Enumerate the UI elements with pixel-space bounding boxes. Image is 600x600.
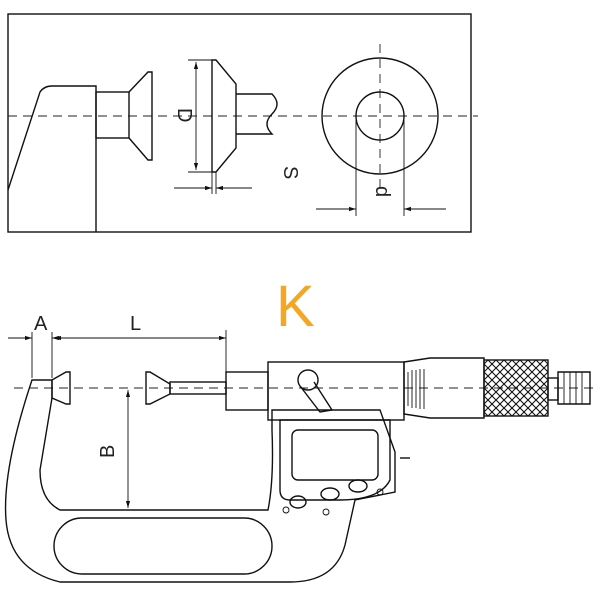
spindle-sleeve xyxy=(225,371,269,411)
label-A: A xyxy=(34,313,48,335)
micrometer-main: A L B xyxy=(4,313,596,583)
anvil-shaft xyxy=(95,91,130,139)
ratchet-ribs xyxy=(563,372,583,404)
thimble-graduations xyxy=(407,369,425,409)
frame-cutout xyxy=(53,517,273,575)
button-right xyxy=(348,479,368,493)
detail-frame xyxy=(7,13,472,233)
ratchet-neck xyxy=(547,377,559,401)
button-left xyxy=(289,495,307,509)
display-body xyxy=(279,419,391,501)
ratchet xyxy=(557,371,591,405)
lock-knob xyxy=(297,369,319,391)
button-mid xyxy=(320,487,340,501)
display-window xyxy=(291,429,379,481)
label-L: L xyxy=(130,313,141,335)
frame-edge xyxy=(7,85,97,232)
c-frame xyxy=(4,379,396,583)
anvil-disc xyxy=(128,71,153,161)
main-anvil xyxy=(51,371,71,405)
barrel xyxy=(267,361,405,421)
label-d: d xyxy=(371,186,393,197)
model-letter: K xyxy=(276,274,315,339)
spindle-shaft xyxy=(236,93,278,135)
detail-panel: D S d xyxy=(7,13,478,233)
screw-2 xyxy=(322,508,330,516)
knurled-grip xyxy=(483,359,549,417)
end-view-inner xyxy=(355,91,405,141)
label-S: S xyxy=(279,166,301,179)
screw-1 xyxy=(282,506,290,514)
label-B: B xyxy=(97,445,119,458)
label-D: D xyxy=(173,108,195,122)
lock-lever xyxy=(299,381,334,413)
thimble xyxy=(403,357,485,419)
end-view-outer xyxy=(321,57,439,175)
screw-3 xyxy=(376,488,384,496)
